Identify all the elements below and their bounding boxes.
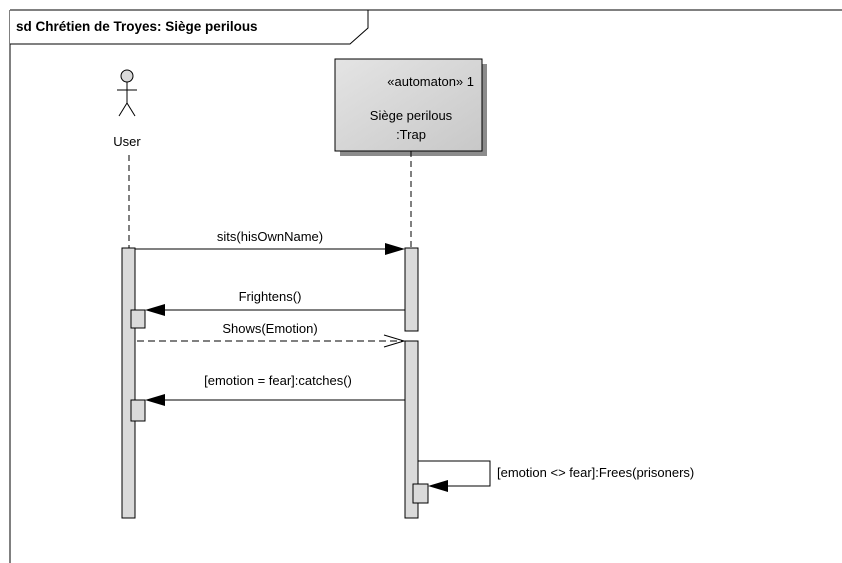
activation-bar [404,340,419,519]
message-label: [emotion <> fear]:Frees(prisoners) [497,465,694,480]
message-label: sits(hisOwnName) [217,229,323,244]
object-type: :Trap [396,127,426,142]
lifeline-user: User [113,69,146,519]
message-label: Frightens() [239,289,302,304]
message-frightens: Frightens() [145,289,405,316]
lifeline-trap: «automaton» 1 Siège perilous :Trap [334,58,487,519]
message-catches: [emotion = fear]:catches() [145,373,405,406]
message-label: Shows(Emotion) [222,321,317,336]
activation-bar-nested [130,399,146,422]
object-stereotype: «automaton» 1 [387,74,474,89]
activation-bar-nested [412,483,429,504]
object-box [334,58,483,152]
frame: sd Chrétien de Troyes: Siège perilous [9,9,842,563]
actor-label: User [113,134,141,149]
message-sits: sits(hisOwnName) [135,229,405,255]
object-name: Siège perilous [370,108,453,123]
message-label: [emotion = fear]:catches() [204,373,352,388]
activation-bar [404,247,419,332]
actor-icon [117,69,137,117]
frame-title: sd Chrétien de Troyes: Siège perilous [16,19,258,34]
message-frees: [emotion <> fear]:Frees(prisoners) [418,460,694,492]
activation-bar [121,247,136,519]
message-shows: Shows(Emotion) [137,321,406,348]
activation-bar-nested [130,309,146,329]
